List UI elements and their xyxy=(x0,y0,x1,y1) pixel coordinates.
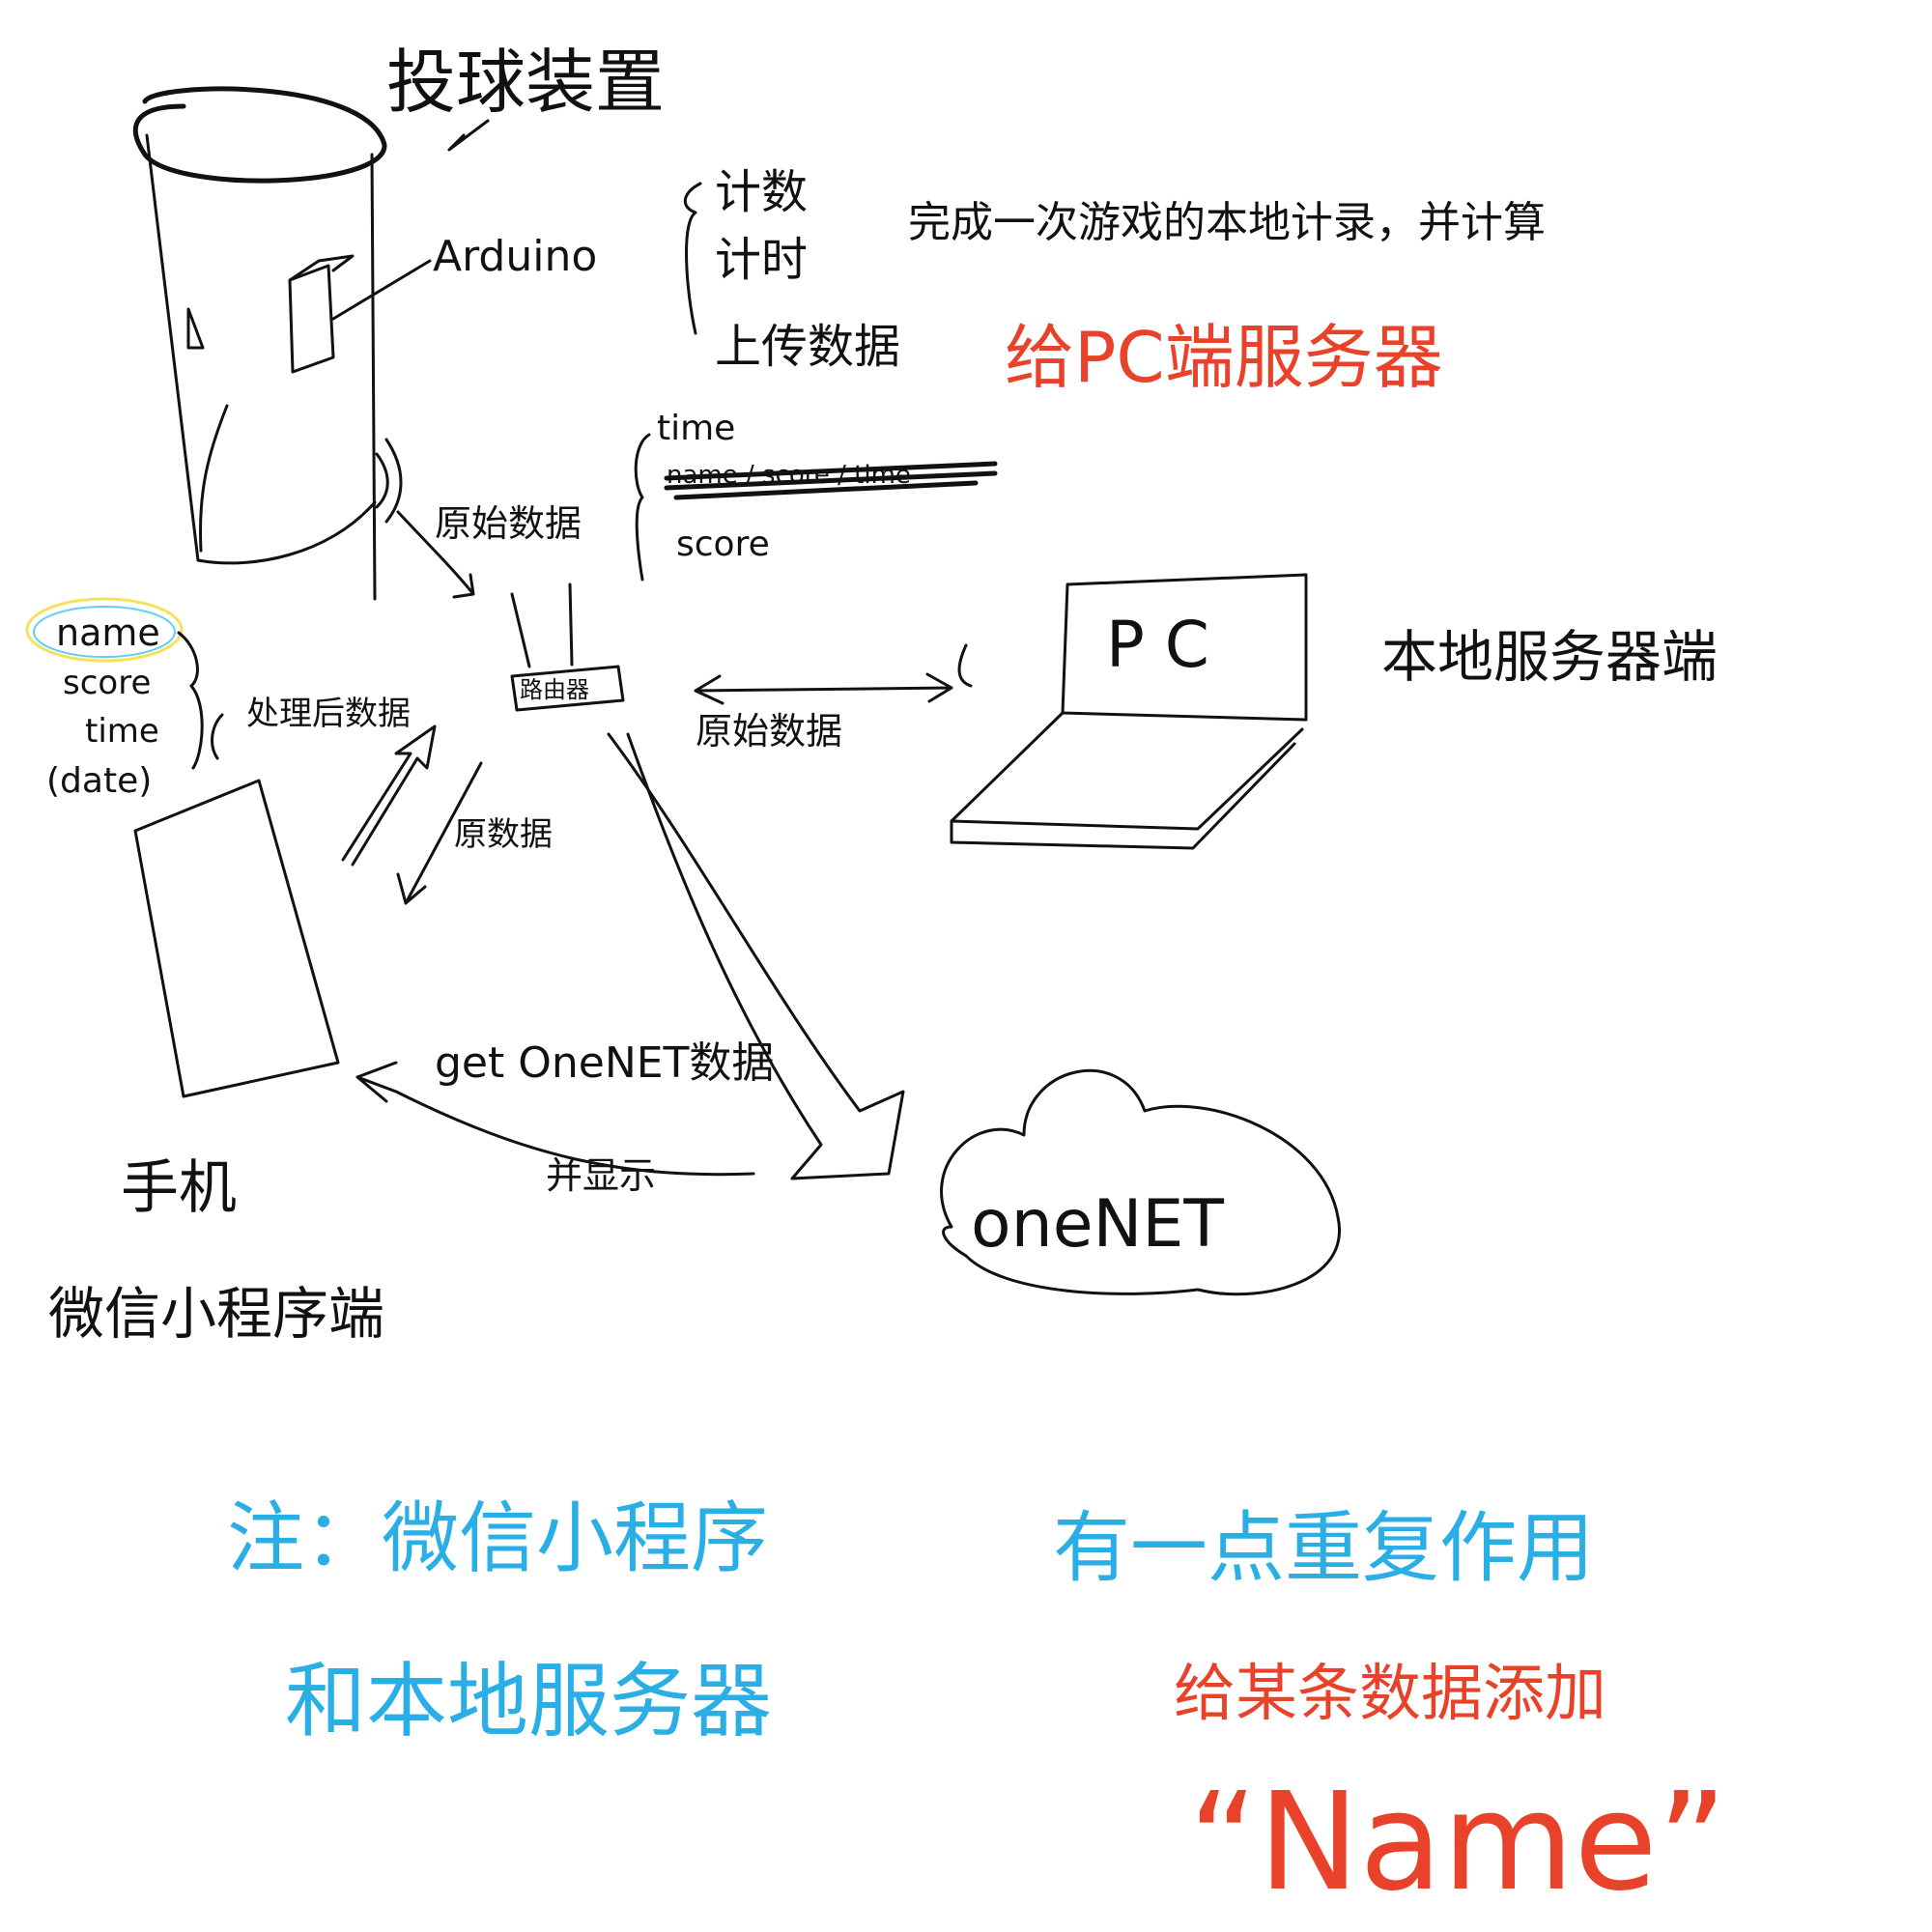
pc-screen-label: P C xyxy=(1106,608,1209,682)
pc-title: 本地服务器端 xyxy=(1381,624,1718,690)
arduino-label: Arduino xyxy=(433,232,597,281)
name-highlight-yellow xyxy=(25,597,184,663)
task-timing: 计时 xyxy=(715,233,808,287)
router-to-onenet-arrow xyxy=(607,732,905,1180)
router-drawing xyxy=(510,582,625,712)
raw-data-label: 原始数据 xyxy=(435,502,582,545)
phone-drawing xyxy=(133,779,340,1098)
phone-to-router-arrow xyxy=(341,724,437,867)
raw-fields-brace xyxy=(634,433,651,582)
processed-label: 处理后数据 xyxy=(246,695,411,733)
processed-fields-brace xyxy=(177,631,204,770)
phone-line1: 手机 xyxy=(121,1154,237,1222)
task-note-red: 给PC端服务器 xyxy=(1005,317,1443,398)
note-red-name: “Name” xyxy=(1188,1764,1727,1921)
onenet-cloud-drawing xyxy=(940,1068,1341,1296)
device-to-router-arrow xyxy=(396,510,475,599)
note-red-line1: 给某条数据添加 xyxy=(1174,1659,1606,1730)
raw-field-time: time xyxy=(657,409,735,448)
raw-field-score: score xyxy=(676,525,770,564)
task-note: 完成一次游戏的本地计录，并计算 xyxy=(908,198,1546,247)
display-label: 并显示 xyxy=(546,1154,656,1197)
tasks-brace xyxy=(683,182,702,335)
title-pointer-arrow xyxy=(447,119,490,152)
phone-line2: 微信小程序端 xyxy=(48,1281,384,1347)
note-blue-line2: 和本地服务器 xyxy=(285,1654,772,1748)
note-blue-line1: 注：微信小程序 xyxy=(227,1493,768,1583)
arduino-leader-line xyxy=(331,259,432,321)
task-count: 计数 xyxy=(715,165,808,219)
router-label: 路由器 xyxy=(520,676,589,703)
task-upload: 上传数据 xyxy=(715,320,900,374)
name-highlight-cyan xyxy=(33,606,176,658)
router-pc-label: 原始数据 xyxy=(696,710,842,753)
get-onenet-label: get OneNET数据 xyxy=(435,1038,774,1088)
onenet-to-phone-arrow xyxy=(355,1061,755,1177)
note-blue-line1b: 有一点重复作用 xyxy=(1053,1503,1594,1593)
device-title: 投球装置 xyxy=(386,42,665,123)
processed-label-brace xyxy=(211,713,224,760)
router-pc-arrow xyxy=(694,672,953,705)
router-to-phone-arrow xyxy=(396,761,483,905)
onenet-label: oneNET xyxy=(971,1186,1224,1263)
processed-field-score: score xyxy=(63,664,151,702)
struck-fields: name / score / time xyxy=(664,461,998,500)
throwing-device-drawing xyxy=(133,86,403,601)
processed-field-time: time xyxy=(85,712,159,751)
processed-field-date: (date) xyxy=(46,761,152,801)
pc-laptop-drawing xyxy=(950,573,1308,850)
processed-field-name: name xyxy=(56,611,160,654)
phone-up-label: 原数据 xyxy=(454,815,553,854)
